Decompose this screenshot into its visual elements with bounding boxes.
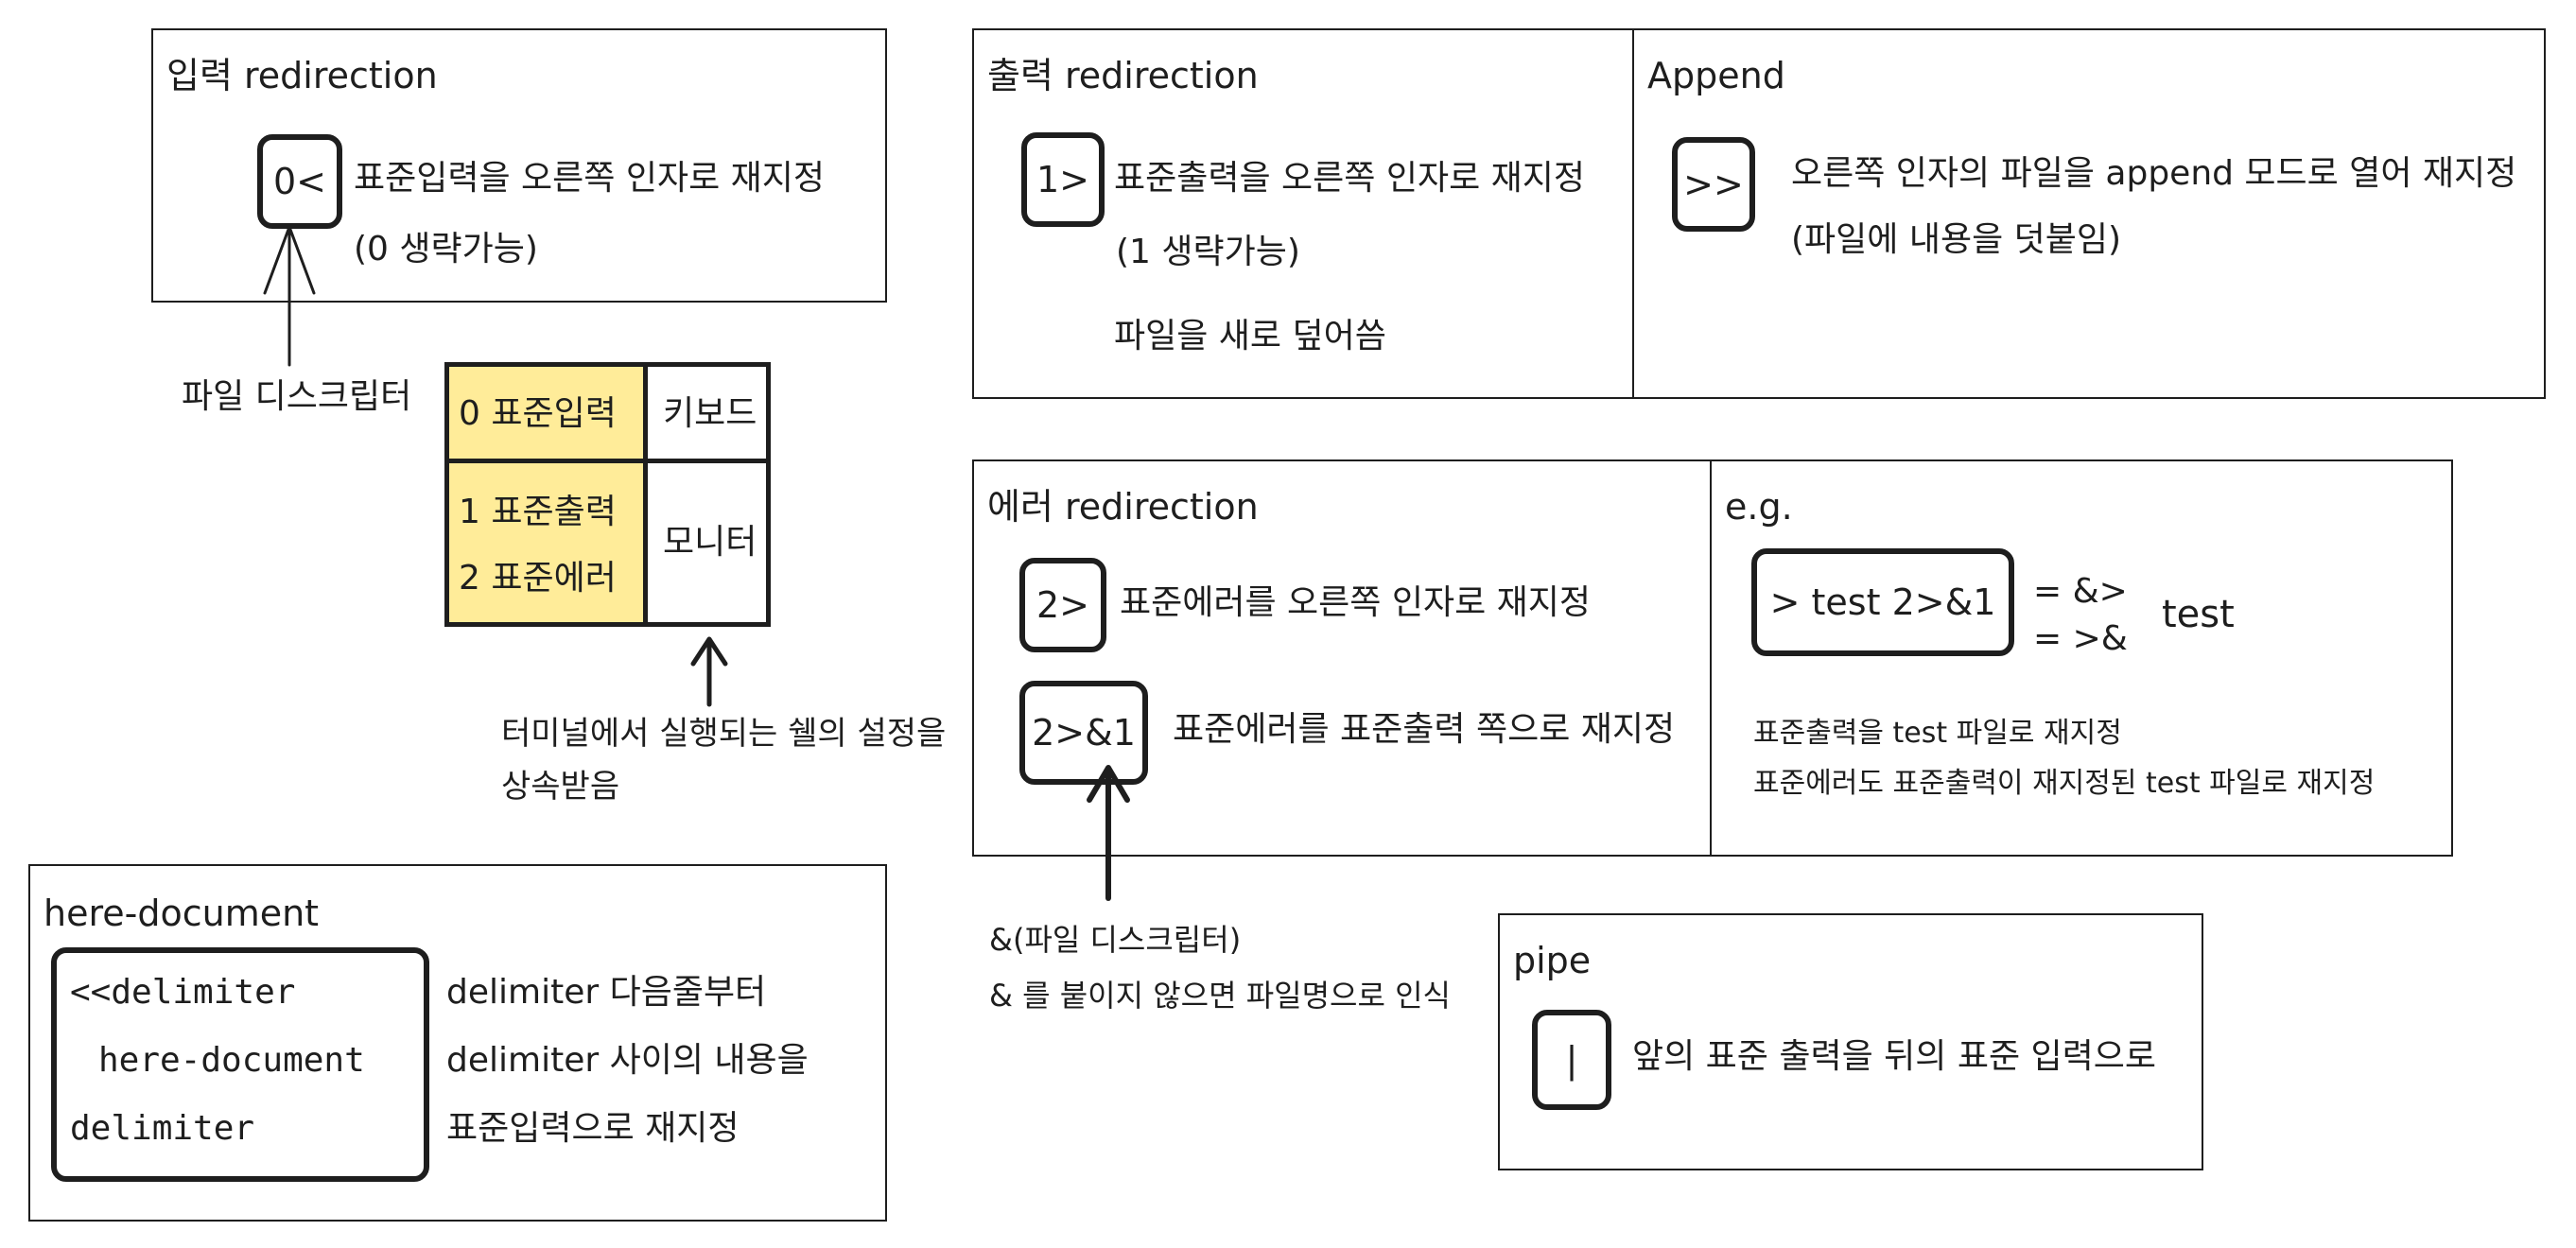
example-panel: e.g. > test 2>&1 = &> = >& test 표준출력을 te… (1710, 459, 2453, 857)
pipe-symbol: | (1532, 1010, 1611, 1110)
fd-stderr-label: 2 표준에러 (459, 559, 617, 598)
heredoc-desc2: delimiter 사이의 내용을 (446, 1041, 809, 1080)
amp-note-line1: &(파일 디스크립터) (989, 922, 1242, 958)
pipe-desc: 앞의 표준 출력을 뒤의 표준 입력으로 (1632, 1037, 2157, 1076)
fd-monitor-cell: 모니터 (643, 459, 771, 627)
panel-title: Append (1647, 55, 1785, 96)
append-panel: Append >> 오른쪽 인자의 파일을 append 모드로 열어 재지정 … (1632, 28, 2546, 399)
panel-title: 에러 redirection (987, 486, 1259, 528)
stderr-redirect-desc: 표준에러를 오른쪽 인자로 재지정 (1120, 583, 1592, 622)
fd-monitor-label: 모니터 (663, 523, 757, 562)
example-target: test (2162, 593, 2235, 636)
heredoc-code-line2: here-document (98, 1041, 365, 1080)
file-descriptor-label: 파일 디스크립터 (182, 377, 412, 416)
heredoc-code-line1: <<delimiter (70, 973, 296, 1012)
stderr-to-stdout-desc: 표준에러를 표준출력 쪽으로 재지정 (1173, 710, 1676, 749)
fd-keyboard-label: 키보드 (663, 394, 757, 433)
stderr-redirect-symbol: 2> (1019, 558, 1106, 652)
amp-arrow (1087, 765, 1130, 901)
fd-stdin-label: 0 표준입력 (459, 394, 617, 433)
heredoc-code-line3: delimiter (70, 1109, 255, 1148)
heredoc-desc1: delimiter 다음줄부터 (446, 973, 767, 1012)
output-redirect-desc: 표준출력을 오른쪽 인자로 재지정 (1114, 159, 1586, 198)
example-command: > test 2>&1 (1751, 548, 2014, 656)
input-redirection-panel: 입력 redirection 0< 표준입력을 오른쪽 인자로 재지정 (0 생… (151, 28, 887, 303)
stderr-to-stdout-symbol: 2>&1 (1019, 681, 1148, 785)
terminal-note-line2: 상속받음 (501, 768, 620, 806)
amp-note-line2: & 를 붙이지 않으면 파일명으로 인식 (989, 978, 1451, 1014)
example-equivalent-1: = &> (2033, 572, 2128, 611)
input-redirect-note: (0 생략가능) (354, 230, 538, 269)
append-desc: 오른쪽 인자의 파일을 append 모드로 열어 재지정 (1791, 154, 2517, 193)
panel-title: pipe (1513, 940, 1592, 981)
fd-arrow (263, 225, 316, 367)
here-document-panel: here-document <<delimiter here-document … (28, 864, 887, 1222)
heredoc-code-block (51, 947, 429, 1182)
monitor-arrow (690, 636, 728, 707)
append-note: (파일에 내용을 덧붙임) (1791, 220, 2122, 259)
example-line1: 표준출력을 test 파일로 재지정 (1753, 717, 2122, 750)
pipe-panel: pipe | 앞의 표준 출력을 뒤의 표준 입력으로 (1498, 913, 2203, 1170)
output-redirection-panel: 출력 redirection 1> 표준출력을 오른쪽 인자로 재지정 (1 생… (972, 28, 1636, 399)
output-redirect-note2: 파일을 새로 덮어씀 (1114, 317, 1386, 355)
panel-title: 출력 redirection (987, 55, 1259, 96)
heredoc-desc3: 표준입력으로 재지정 (446, 1109, 740, 1148)
input-redirect-desc: 표준입력을 오른쪽 인자로 재지정 (354, 159, 826, 198)
fd-stdout-label: 1 표준출력 (459, 493, 617, 531)
output-redirect-note: (1 생략가능) (1116, 233, 1300, 271)
panel-title: here-document (44, 893, 320, 934)
input-redirect-symbol: 0< (257, 134, 342, 229)
fd-out-err-cell: 1 표준출력 2 표준에러 (444, 459, 648, 627)
terminal-note-line1: 터미널에서 실행되는 쉘의 설정을 (501, 715, 947, 753)
example-line2: 표준에러도 표준출력이 재지정된 test 파일로 재지정 (1753, 767, 2376, 800)
append-symbol: >> (1672, 137, 1755, 232)
output-redirect-symbol: 1> (1021, 132, 1105, 227)
panel-title: 입력 redirection (166, 55, 438, 96)
panel-title: e.g. (1725, 486, 1793, 528)
example-equivalent-2: = >& (2033, 619, 2128, 658)
